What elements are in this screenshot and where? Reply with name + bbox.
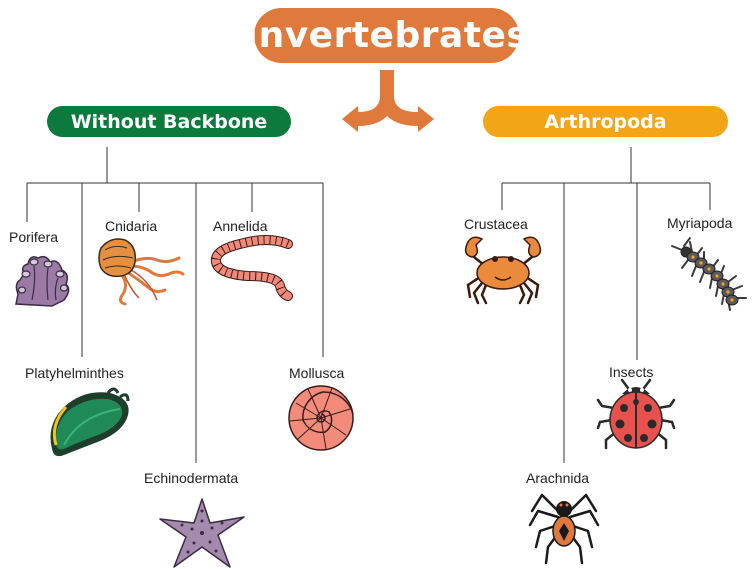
label-crustacea: Crustacea <box>464 216 528 232</box>
label-myriapoda: Myriapoda <box>667 215 732 231</box>
worm-icon <box>208 236 296 300</box>
label-porifera: Porifera <box>9 229 58 245</box>
label-platyhelminthes: Platyhelminthes <box>25 365 124 381</box>
spider-icon <box>528 485 600 565</box>
centipede-icon <box>668 236 752 312</box>
label-cnidaria: Cnidaria <box>105 218 157 234</box>
ladybug-icon <box>596 378 676 452</box>
split-arrow-icon <box>340 68 436 134</box>
jellyfish-icon <box>95 236 185 306</box>
label-echinodermata: Echinodermata <box>144 470 238 486</box>
label-annelida: Annelida <box>213 218 268 234</box>
shell-icon <box>286 383 356 453</box>
label-arachnida: Arachnida <box>526 470 589 486</box>
crab-icon <box>462 233 544 305</box>
sponge-icon <box>12 250 74 310</box>
flatworm-icon <box>44 385 134 461</box>
starfish-icon <box>158 497 246 569</box>
label-mollusca: Mollusca <box>289 365 344 381</box>
